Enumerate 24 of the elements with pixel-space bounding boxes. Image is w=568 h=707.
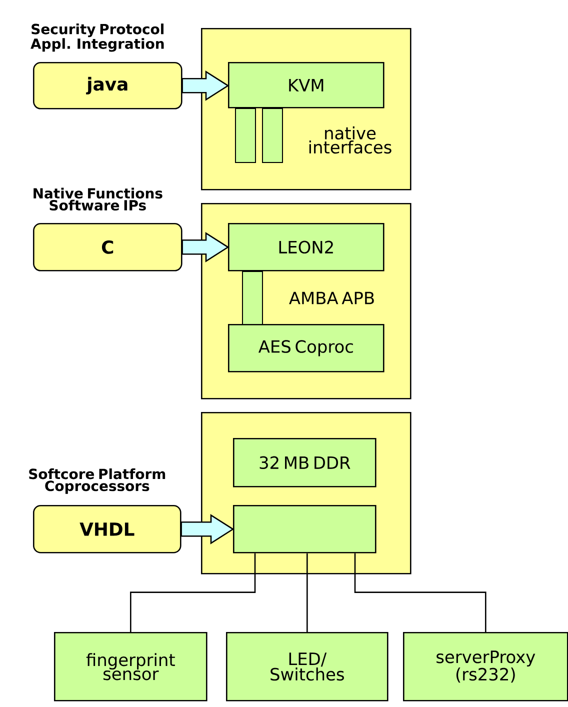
component-box: fingerprint sensor (54, 632, 208, 702)
language-box: VHDL (33, 505, 182, 554)
section-heading: Security Protocol Appl. Integration (30, 24, 164, 52)
connector-line (306, 553, 308, 632)
component-box: KVM (228, 62, 384, 108)
section-heading: Native Functions Software IPs (34, 188, 162, 211)
section-heading: Softcore Platform Coprocessors (29, 468, 166, 494)
block-arrow (182, 70, 230, 101)
component-box (233, 505, 376, 554)
component-box: LEON2 (228, 223, 384, 272)
block-arrow (182, 232, 230, 262)
language-box: C (33, 223, 182, 272)
connector-line (130, 553, 256, 632)
block-label: AMBA APB (289, 292, 374, 304)
language-box: java (33, 62, 182, 110)
block-arrow (180, 514, 234, 544)
component-box: 32 MB DDR (233, 438, 376, 488)
component-box: AES Coproc (228, 324, 384, 372)
component-box: serverProxy (rs232) (403, 632, 568, 702)
interface-bar (262, 108, 283, 163)
component-box: LED/ Switches (226, 632, 388, 702)
interface-bar (242, 271, 263, 325)
block-label: native interfaces (309, 126, 392, 154)
interface-bar (235, 108, 256, 163)
